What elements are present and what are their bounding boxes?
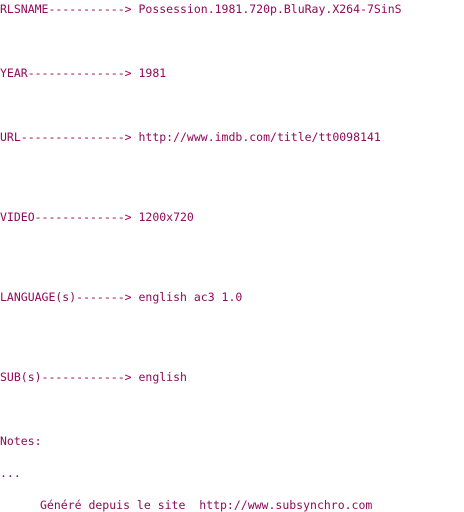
year-line: YEAR--------------> 1981 <box>0 66 167 80</box>
footer-credit: Généré depuis le site http://www.subsync… <box>40 498 373 512</box>
video-line: VIDEO-------------> 1200x720 <box>0 210 194 224</box>
release-name-line: RLSNAME-----------> Possession.1981.720p… <box>0 2 402 16</box>
notes-text: ... <box>0 466 21 480</box>
language-line: LANGUAGE(s)-------> english ac3 1.0 <box>0 290 243 304</box>
notes-label: Notes: <box>0 434 42 448</box>
subtitle-line: SUB(s)------------> english <box>0 370 187 384</box>
url-line: URL---------------> http://www.imdb.com/… <box>0 130 381 144</box>
